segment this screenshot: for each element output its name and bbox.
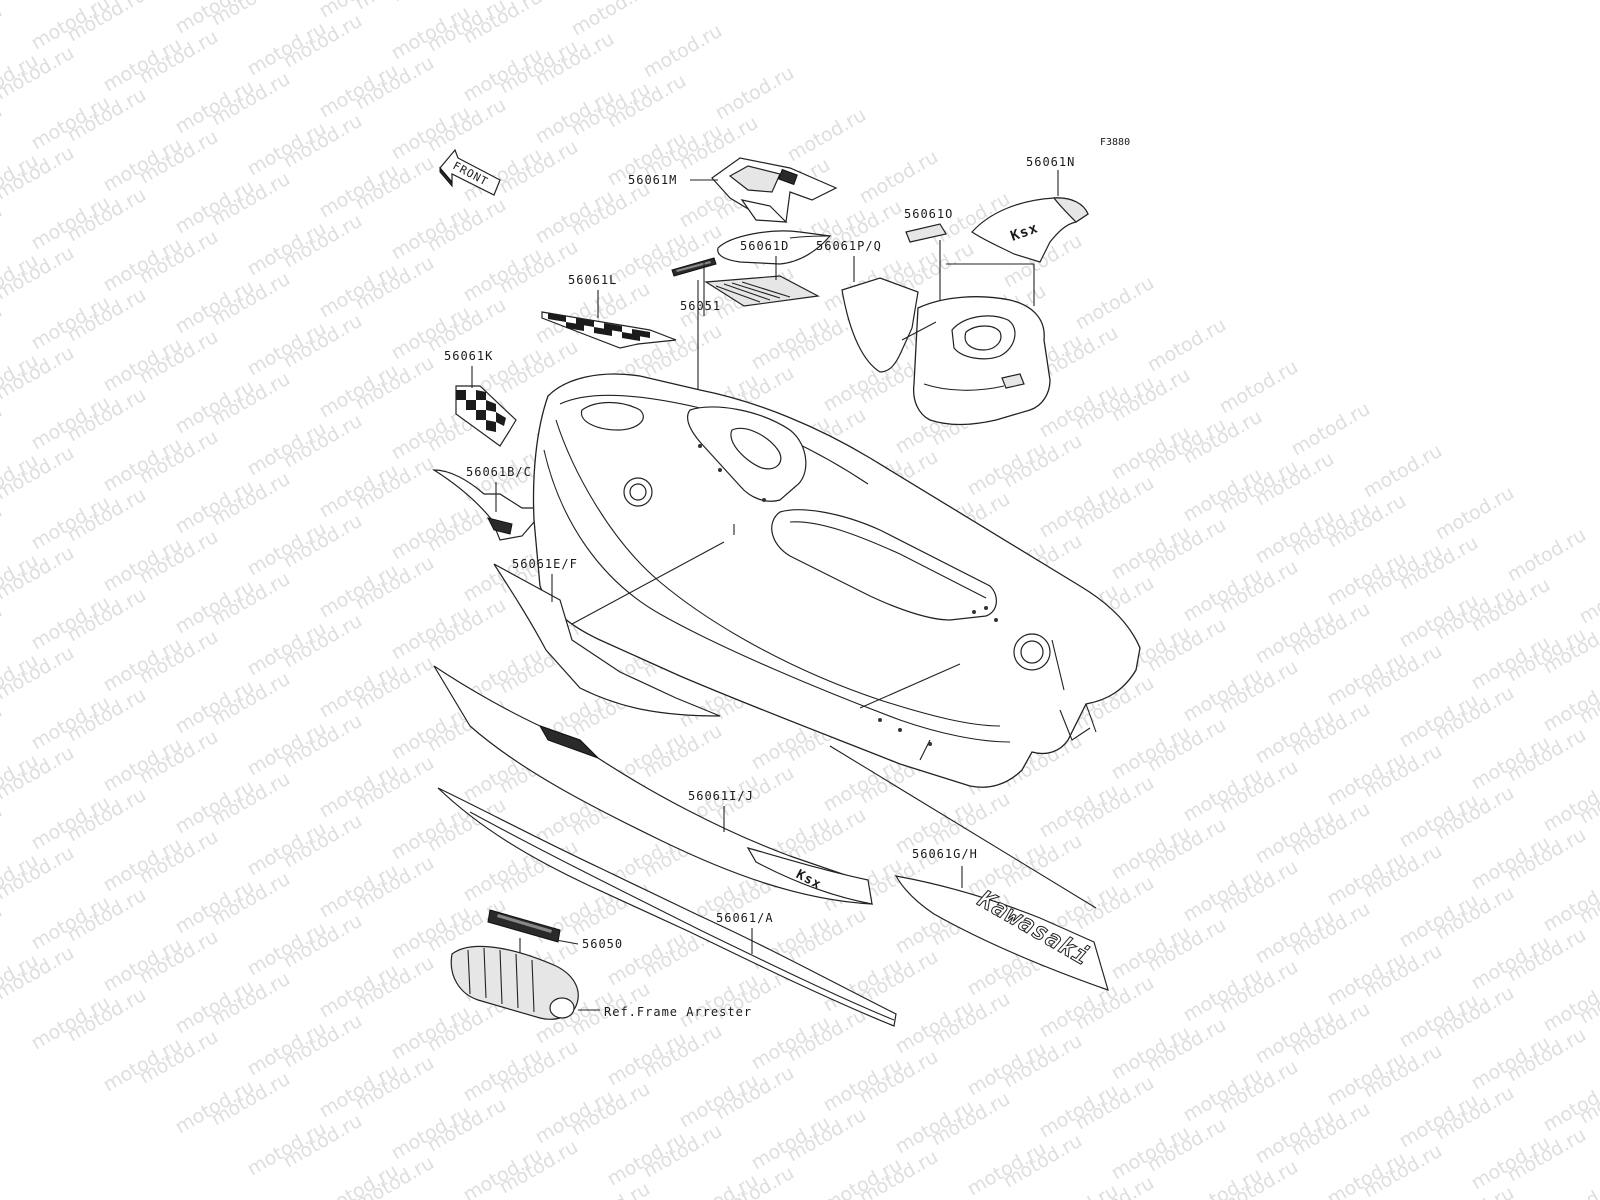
watermark-text: motod.ru (1540, 1074, 1600, 1137)
watermark-text: motod.ru (0, 100, 6, 163)
watermark-text: motod.ru (1360, 440, 1446, 503)
decal-56061M (711, 157, 838, 223)
label-56061L: 56061L (568, 273, 617, 287)
decal-56061K (455, 385, 517, 447)
watermark-text: motod.ru (640, 20, 726, 83)
watermark-text: motod.ru (0, 600, 6, 663)
frame-arrester-icon (450, 945, 579, 1020)
label-56061A: 56061/A (716, 911, 774, 925)
watermark-text: motod.ru (1540, 774, 1600, 837)
watermark-text: motod.ru (352, 0, 438, 14)
label-56061M: 56061M (628, 173, 677, 187)
label-56061K: 56061K (444, 349, 493, 363)
watermark-text: motod.ru (0, 400, 6, 463)
label-56061BC: 56061B/C (466, 465, 532, 479)
decal-56061PQ (841, 277, 919, 373)
label-56061EF: 56061E/F (512, 557, 578, 571)
watermark-text: motod.ru (1540, 674, 1600, 737)
label-56061IJ: 56061I/J (688, 789, 754, 803)
label-ref-frame-arrester: Ref.Frame Arrester (604, 1005, 752, 1019)
watermark-text: motod.ru (1144, 314, 1230, 377)
label-56061D: 56061D (740, 239, 789, 253)
label-56061N: 56061N (1026, 155, 1075, 169)
label-56061PQ: 56061P/Q (816, 239, 882, 253)
watermark-text: motod.ru (1540, 974, 1600, 1037)
watermark-text: motod.ru (676, 1170, 762, 1200)
front-arrow-icon: FRONT (439, 148, 501, 196)
watermark-text: motod.ru (0, 300, 6, 363)
watermark-text: motod.ru (0, 900, 6, 963)
label-56051: 56051 (680, 299, 721, 313)
watermark-text: motod.ru (0, 0, 6, 62)
watermark-text: motod.ru (712, 62, 798, 125)
rear-deck-cover (912, 296, 1051, 426)
decal-56061O (905, 223, 947, 243)
label-56061GH: 56061G/H (912, 847, 978, 861)
watermark-text: motod.ru (1540, 1174, 1600, 1200)
watermark-text: motod.ru (0, 200, 6, 263)
seat-cover-part (717, 230, 832, 265)
watermark-text: motod.ru (1216, 356, 1302, 419)
watermark-text: motod.ru (0, 0, 78, 4)
decal-56061A (437, 787, 897, 1027)
watermark-text: motod.ru (1072, 272, 1158, 335)
part-56051 (671, 257, 717, 277)
watermark-text: motod.ru (1540, 874, 1600, 937)
watermark-text: motod.ru (1576, 566, 1600, 629)
part-56050 (487, 909, 561, 943)
label-56061O: 56061O (904, 207, 953, 221)
main-hull (532, 373, 1141, 788)
watermark-text: motod.ru (820, 1154, 906, 1200)
label-56050: 56050 (582, 937, 623, 951)
decal-56061D (704, 275, 820, 307)
watermark-text: motod.ru (0, 700, 6, 763)
watermark-text: motod.ru (1504, 524, 1590, 587)
watermark-text: motod.ru (1432, 482, 1518, 545)
watermark-text: motod.ru (784, 104, 870, 167)
watermark-text: motod.ru (1288, 398, 1374, 461)
watermark-text: motod.ru (0, 800, 6, 863)
watermark-text: motod.ru (0, 500, 6, 563)
decal-56061N: Ksx (971, 197, 1089, 263)
figure-code: F3880 (1100, 137, 1130, 148)
decal-56061EF (493, 563, 721, 717)
watermark-text: motod.ru (856, 146, 942, 209)
decal-56061L (541, 311, 677, 349)
watermark-text: motod.ru (1036, 1180, 1122, 1200)
decal-56061IJ: Ksx (433, 665, 873, 905)
